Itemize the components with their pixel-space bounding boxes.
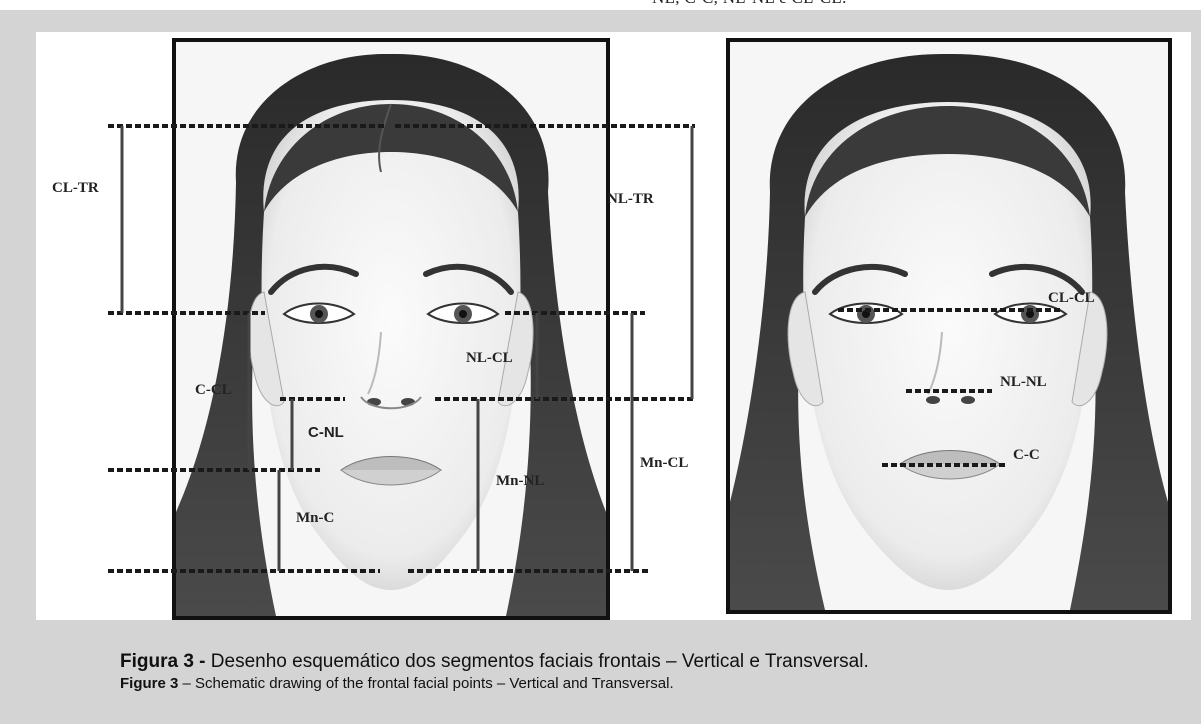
label-c-cl: C-CL	[195, 382, 232, 399]
label-nl-cl: NL-CL	[466, 350, 513, 367]
caption-english: Figure 3 – Schematic drawing of the fron…	[120, 674, 869, 694]
caption-portuguese: Figura 3 - Desenho esquemático dos segme…	[120, 650, 869, 674]
caption-en-label: Figure 3	[120, 675, 178, 692]
label-mn-cl: Mn-CL	[640, 455, 688, 472]
label-cl-tr: CL-TR	[52, 180, 99, 197]
label-c-nl: C-NL	[308, 424, 344, 441]
label-c-c: C-C	[1013, 447, 1040, 464]
figure-caption: Figura 3 - Desenho esquemático dos segme…	[120, 650, 869, 694]
label-mn-c: Mn-C	[296, 510, 334, 527]
label-nl-tr: NL-TR	[607, 191, 654, 208]
caption-pt-text: Desenho esquemático dos segmentos faciai…	[211, 651, 869, 672]
label-mn-nl: Mn-NL	[496, 473, 544, 490]
label-cl-cl: CL-CL	[1048, 290, 1095, 307]
label-nl-nl: NL-NL	[1000, 374, 1047, 391]
caption-en-text: – Schematic drawing of the frontal facia…	[178, 675, 673, 692]
caption-pt-label: Figura 3 -	[120, 651, 211, 672]
